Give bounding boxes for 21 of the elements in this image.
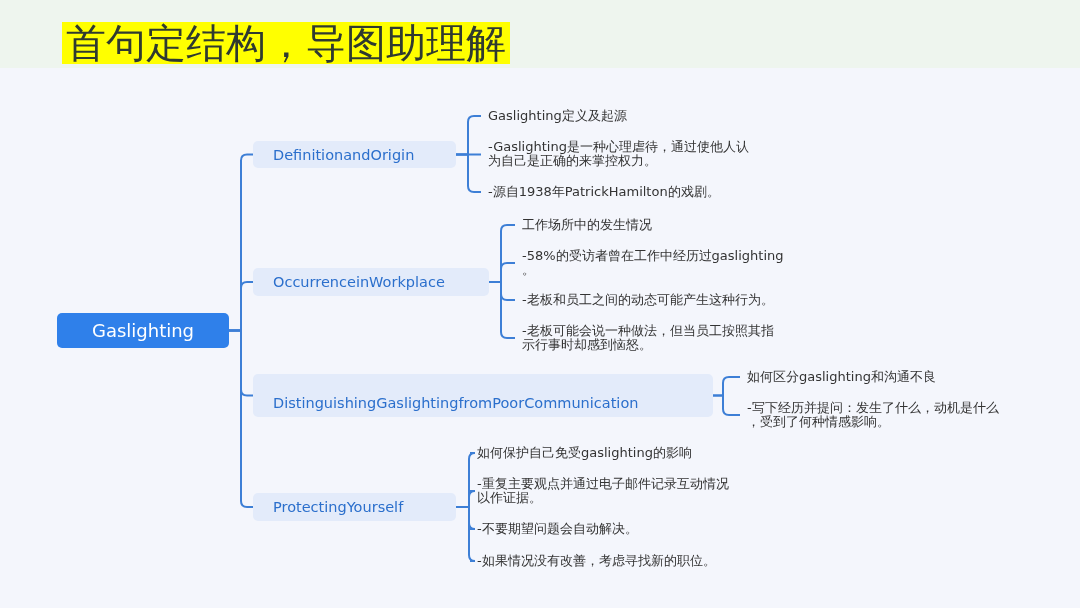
note-text: -不要期望问题会自动解决。 (470, 522, 638, 536)
note-text: -58%的受访者曾在工作中经历过gaslighting。 (515, 249, 791, 277)
note-text: -老板和员工之间的动态可能产生这种行为。 (515, 293, 774, 307)
note-text: -重复主要观点并通过电子邮件记录互动情况以作证据。 (470, 477, 740, 505)
note-text: -老板可能会说一种做法，但当员工按照其指示行事时却感到恼怒。 (515, 324, 785, 352)
note-text: -写下经历并提问：发生了什么，动机是什么，受到了何种情感影响。 (740, 401, 1004, 429)
note-text: -Gaslighting是一种心理虐待，通过使他人认为自己是正确的来掌控权力。 (481, 140, 759, 168)
note-text: -源自1938年PatrickHamilton的戏剧。 (481, 185, 720, 199)
slide-title: 首句定结构，导图助理解 (62, 22, 510, 64)
note-text: 如何保护自己免受gaslighting的影响 (470, 446, 692, 460)
note-text: 如何区分gaslighting和沟通不良 (740, 370, 936, 384)
note-text: 工作场所中的发生情况 (515, 218, 652, 232)
central-topic-box: Gaslighting (57, 313, 229, 348)
connector-line (712, 394, 741, 416)
topic-box: OccurrenceinWorkplace (253, 268, 489, 296)
topic-box: ProtectingYourself (253, 493, 456, 521)
note-text: -如果情况没有改善，考虑寻找新的职位。 (470, 554, 716, 568)
note-text: Gaslighting定义及起源 (481, 109, 627, 123)
topic-box: DistinguishingGaslightingfromPoorCommunication (253, 374, 713, 417)
connector-line (228, 329, 254, 508)
topic-box: DefinitionandOrigin (253, 141, 456, 168)
